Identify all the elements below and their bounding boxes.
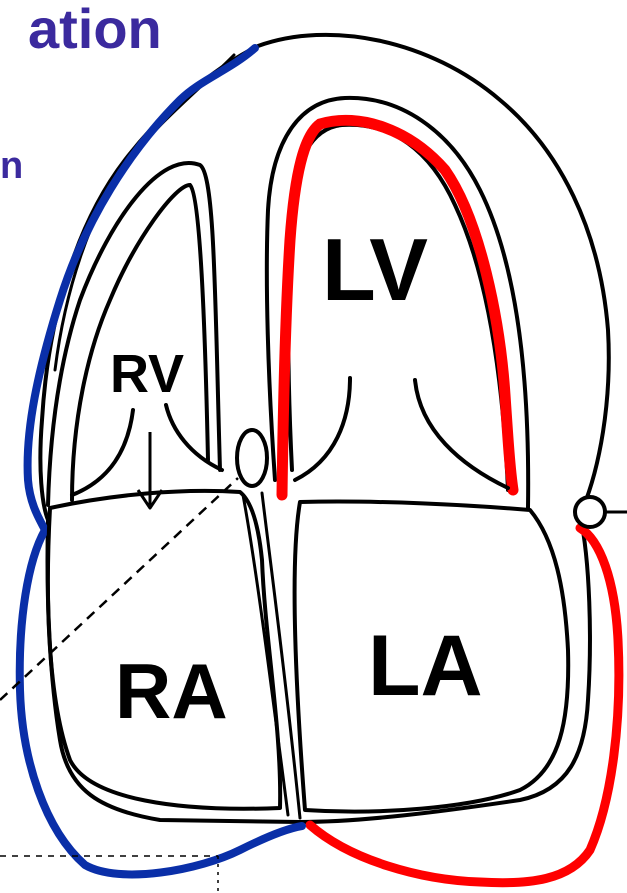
rv-septal-wall (55, 55, 234, 370)
ellipse-icon (237, 430, 267, 486)
down-arrow-icon (138, 432, 162, 508)
mitral-leaflet-left (295, 378, 350, 480)
subtitle-fragment: n (0, 145, 23, 187)
ra-label: RA (115, 647, 228, 735)
rv-inner-wall (72, 185, 208, 500)
rv-label: RV (110, 344, 184, 404)
la-label: LA (368, 618, 483, 714)
lv-label: LV (322, 220, 428, 319)
tricuspid-leaflet-right (166, 405, 222, 470)
circle-icon (575, 497, 605, 527)
tricuspid-leaflet-left (72, 410, 133, 495)
mitral-leaflet-right (415, 380, 508, 488)
title-fragment: ation (28, 0, 162, 60)
